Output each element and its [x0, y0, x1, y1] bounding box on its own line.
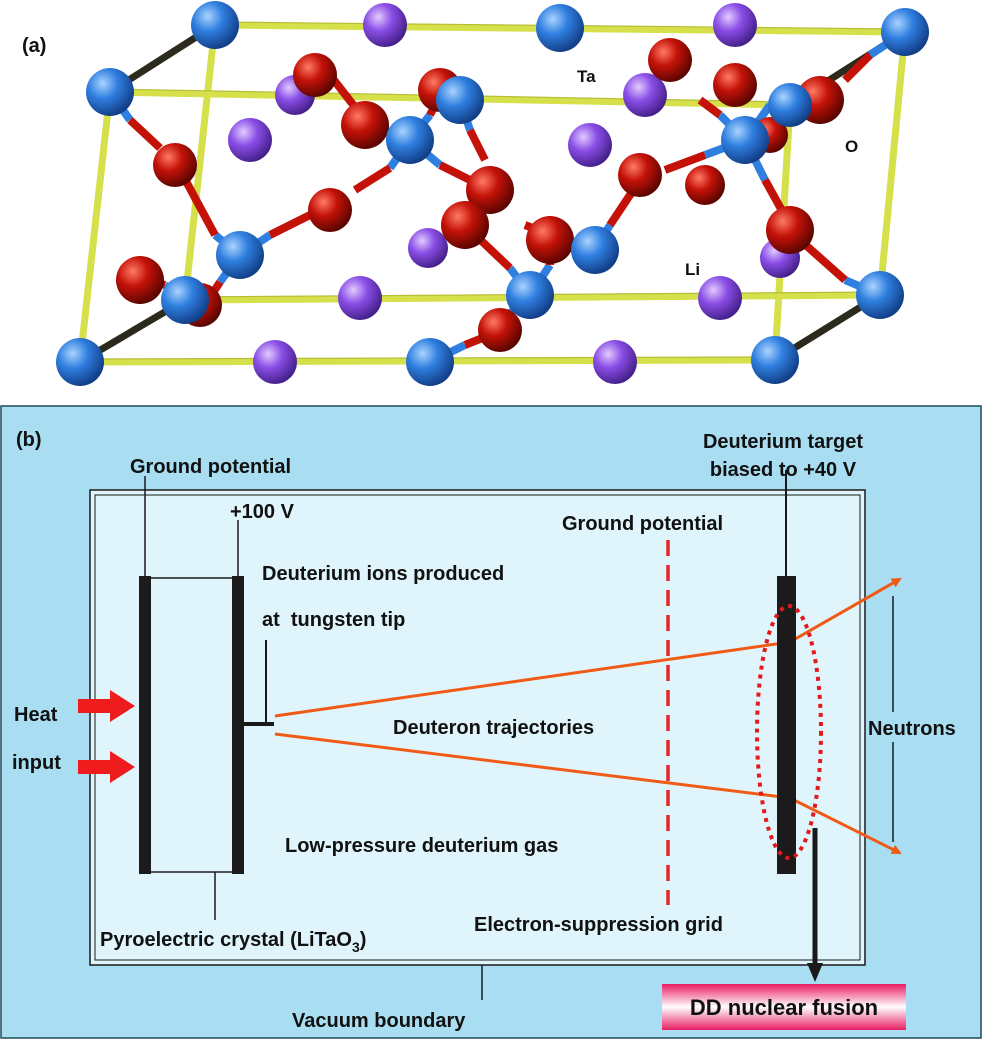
fusion-output-arrow — [807, 828, 823, 982]
grid-label: Electron-suppression grid — [474, 914, 723, 936]
ions-label-line2: at tungsten tip — [262, 609, 405, 631]
fusion-label: DD nuclear fusion — [690, 995, 878, 1020]
vacuum-boundary-label: Vacuum boundary — [292, 1010, 466, 1032]
ground-potential-grid-label: Ground potential — [562, 513, 723, 535]
panel-b-label: (b) — [16, 429, 42, 451]
o-atom-label: O — [845, 137, 858, 156]
crystal-label: Pyroelectric crystal (LiTaO3) — [100, 929, 366, 955]
trajectories-label: Deuteron trajectories — [393, 717, 594, 739]
ions-label-line1: Deuterium ions produced — [262, 563, 504, 585]
tungsten-tip — [244, 640, 274, 726]
ground-potential-left-label: Ground potential — [130, 456, 291, 478]
vacuum-chamber-inner — [94, 494, 861, 961]
fusion-badge: DD nuclear fusion — [662, 984, 906, 1030]
deuterium-target — [777, 470, 796, 874]
target-label-line2: biased to +40 V — [710, 459, 857, 481]
ta-atoms — [56, 1, 929, 386]
panel-a-label: (a) — [22, 35, 46, 57]
target-label-line1: Deuterium target — [703, 431, 863, 453]
deuteron-trajectories — [274, 640, 791, 800]
voltage-label: +100 V — [230, 501, 295, 523]
panel-a: (a) Ta O Li — [22, 1, 929, 386]
li-atom-label: Li — [685, 260, 700, 279]
crystal-hv-electrode — [232, 576, 244, 874]
neutrons-label: Neutrons — [868, 718, 956, 740]
panel-b: (b) — [0, 405, 982, 1039]
heat-input-arrows — [78, 690, 135, 783]
pyroelectric-crystal — [139, 476, 244, 920]
vacuum-chamber — [89, 489, 866, 966]
neutron-paths — [789, 577, 902, 855]
crystal-ground-electrode — [139, 576, 151, 874]
gas-label: Low-pressure deuterium gas — [285, 835, 558, 857]
fusion-region-ellipse — [755, 604, 823, 860]
heat-label-line2: input — [12, 752, 61, 774]
heat-label-line1: Heat — [14, 704, 58, 726]
ta-atom-label: Ta — [577, 67, 596, 86]
